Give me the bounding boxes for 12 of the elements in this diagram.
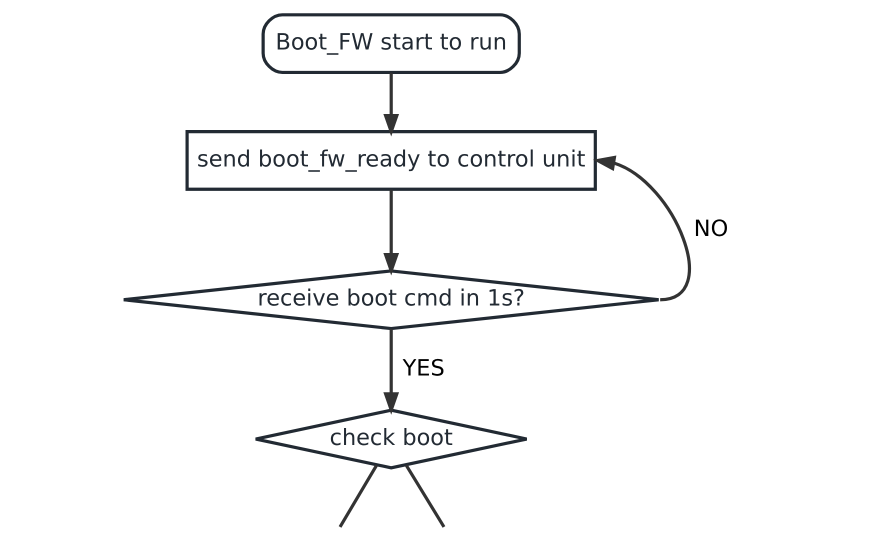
node-diamond: receive boot cmd in 1s? [122,269,660,330]
arrow [383,190,400,276]
arrow [592,156,691,302]
edge-label: YES [402,355,445,382]
node-box: send boot_fw_ready to control unit [186,130,597,191]
connector [338,464,378,528]
arrow [383,72,400,136]
connector [404,464,446,528]
node-diamond: check boot [254,408,528,470]
arrow [383,328,400,415]
node-box: Boot_FW start to run [262,13,521,74]
edge-label: NO [694,216,728,242]
